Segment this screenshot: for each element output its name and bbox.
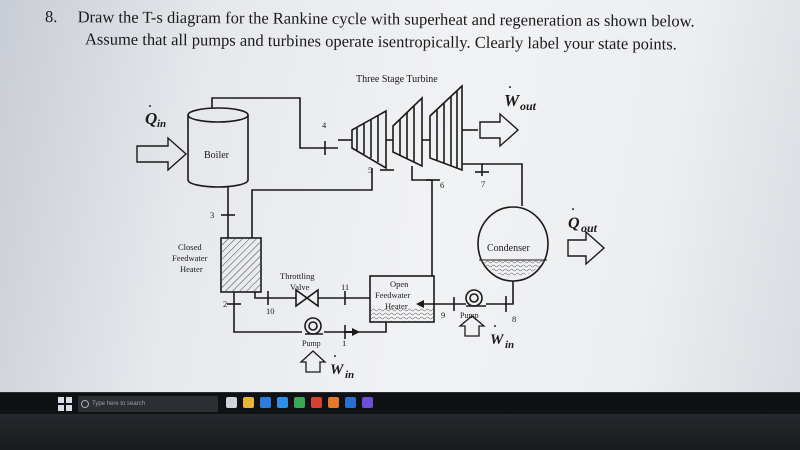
pump-lower <box>304 317 323 335</box>
state-4: 4 <box>322 120 327 130</box>
chrome-icon[interactable] <box>294 397 305 408</box>
svg-text:·: · <box>493 319 497 333</box>
svg-text:out: out <box>581 221 598 235</box>
monitor-bezel <box>0 414 800 450</box>
state-7: 7 <box>481 179 485 189</box>
throttling-valve <box>295 288 319 308</box>
svg-text:W: W <box>490 332 505 348</box>
store-icon[interactable] <box>260 397 271 408</box>
search-input[interactable]: Type here to search <box>78 396 218 412</box>
boiler <box>187 107 249 188</box>
pump-right-label: Pump <box>460 311 479 320</box>
state-8: 8 <box>512 314 516 324</box>
q-in-label: Q in · <box>145 99 166 130</box>
svg-text:out: out <box>520 99 537 113</box>
open-feedwater-heater <box>369 275 435 323</box>
svg-text:in: in <box>345 369 354 381</box>
w-out-arrow <box>479 112 520 148</box>
w-in-arrow-right <box>458 315 486 337</box>
file-explorer-icon[interactable] <box>243 397 254 408</box>
task-view-icon[interactable] <box>226 397 237 408</box>
svg-text:W: W <box>330 362 345 378</box>
svg-text:W: W <box>504 91 521 110</box>
app-purple-icon[interactable] <box>362 397 373 408</box>
turbine-stage-3 <box>429 84 463 172</box>
svg-text:Throttling: Throttling <box>280 271 315 281</box>
app-blue-icon[interactable] <box>345 397 356 408</box>
rankine-cycle-diagram: Three Stage Turbine Q in · W out · Q out… <box>136 74 606 381</box>
svg-text:Valve: Valve <box>290 282 310 292</box>
state-6: 6 <box>440 180 444 190</box>
state-10: 10 <box>266 306 275 316</box>
svg-text:Feedwater: Feedwater <box>375 290 411 300</box>
throttling-valve-label: Throttling Valve <box>280 271 315 292</box>
condenser-label: Condenser <box>487 243 530 254</box>
pump-lower-label: Pump <box>302 339 321 348</box>
svg-text:in: in <box>505 339 514 351</box>
state-11: 11 <box>341 282 349 292</box>
search-icon <box>81 400 89 408</box>
taskbar-icons <box>226 397 373 411</box>
state-3: 3 <box>210 210 214 220</box>
app-orange-icon[interactable] <box>328 397 339 408</box>
boiler-label: Boiler <box>204 150 230 161</box>
start-button[interactable] <box>58 397 72 411</box>
turbine-title: Three Stage Turbine <box>356 74 438 85</box>
svg-text:·: · <box>508 80 512 94</box>
open-fwh-label: Open Feedwater Heater <box>375 279 411 311</box>
q-out-label: Q out · <box>568 202 598 235</box>
state-1: 1 <box>342 338 346 348</box>
svg-text:Q: Q <box>145 109 157 128</box>
closed-fwh-label: Closed Feedwater Heater <box>172 242 208 274</box>
svg-text:·: · <box>148 99 152 113</box>
state-5: 5 <box>368 165 372 175</box>
svg-text:·: · <box>571 202 575 216</box>
svg-text:Heater: Heater <box>385 301 408 311</box>
w-in-label-right: W in · <box>490 319 514 351</box>
closed-feedwater-heater <box>220 237 262 293</box>
screen-background <box>0 0 800 392</box>
w-in-label-lower: W in · <box>330 349 354 381</box>
turbine-stage-1 <box>351 109 387 170</box>
state-2: 2 <box>223 299 227 309</box>
taskbar: Type here to search <box>0 392 800 415</box>
svg-text:·: · <box>333 349 337 363</box>
search-placeholder: Type here to search <box>92 401 146 407</box>
q-in-arrow <box>136 136 188 172</box>
w-in-arrow-lower <box>299 350 327 373</box>
svg-text:Heater: Heater <box>180 264 203 274</box>
svg-text:in: in <box>157 118 166 130</box>
pump-right <box>465 289 486 307</box>
svg-text:Closed: Closed <box>178 242 202 252</box>
svg-text:Q: Q <box>568 215 580 232</box>
svg-text:Open: Open <box>390 279 409 289</box>
state-labels: 1 2 3 4 5 6 7 8 9 10 11 <box>210 120 516 348</box>
state-9: 9 <box>441 310 445 320</box>
w-out-label: W out · <box>504 80 537 113</box>
app-red-icon[interactable] <box>311 397 322 408</box>
turbine-stage-2 <box>392 96 423 168</box>
mail-icon[interactable] <box>277 397 288 408</box>
svg-text:Feedwater: Feedwater <box>172 253 208 263</box>
q-out-arrow <box>567 230 606 266</box>
